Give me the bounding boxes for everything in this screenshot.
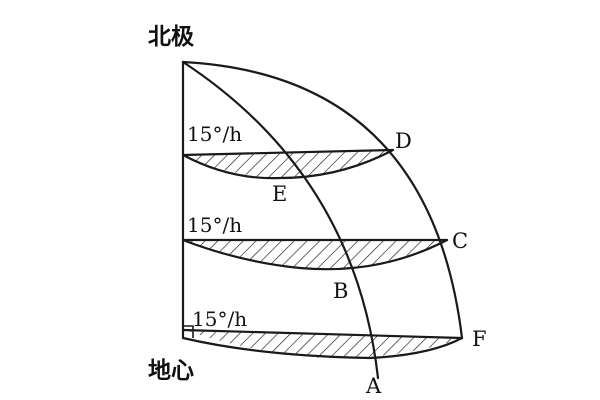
middle-latitude-arc (181, 238, 449, 271)
point-label-f: F (472, 327, 487, 351)
top-latitude-arc (181, 148, 395, 180)
point-label-a: A (365, 374, 382, 398)
inner-meridian-arc (181, 60, 380, 380)
point-label-c: C (452, 229, 468, 253)
hatched-band-top (185, 150, 393, 179)
north-pole-label: 北极 (148, 24, 194, 50)
point-label-b: B (333, 279, 348, 303)
rotation-rate-label-bottom: 15°/h (192, 307, 247, 331)
point-label-d: D (395, 129, 412, 153)
point-label-e: E (272, 182, 287, 206)
bottom-latitude-arc (181, 336, 464, 360)
rotation-rate-label-middle: 15°/h (187, 213, 242, 237)
earth-center-label: 地心 (148, 358, 194, 384)
top-latitude-line (181, 148, 395, 157)
hatched-band-middle (185, 239, 447, 270)
right-angle-marker (183, 325, 194, 338)
bottom-latitude-line (181, 328, 464, 340)
rotation-rate-label-top: 15°/h (187, 122, 242, 146)
outer-meridian-arc (181, 60, 464, 340)
